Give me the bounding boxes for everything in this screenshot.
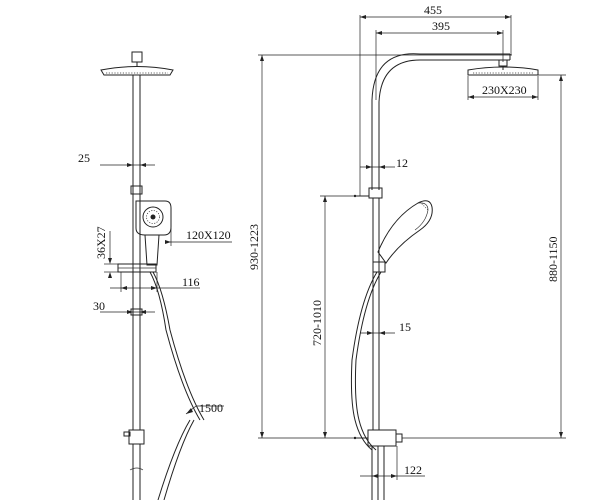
svg-text:1500: 1500	[199, 401, 223, 415]
svg-text:880-1150: 880-1150	[546, 236, 560, 282]
dim-122: 122	[360, 446, 425, 480]
dim-116: 116	[110, 272, 200, 292]
svg-text:12: 12	[396, 156, 408, 170]
side-view: 455 395 230X230 12	[247, 3, 566, 500]
riser-pipe-side	[353, 187, 383, 430]
svg-text:930-1223: 930-1223	[247, 224, 261, 270]
dim-12: 12	[360, 156, 408, 170]
svg-text:25: 25	[78, 151, 90, 165]
dim-230x230: 230X230	[467, 76, 539, 100]
dim-880-1150: 880-1150	[402, 74, 566, 439]
dim-120x120: 120X120	[165, 228, 232, 246]
svg-text:30: 30	[93, 299, 105, 313]
hand-shower-side	[372, 200, 433, 273]
dim-25: 25	[78, 151, 155, 167]
hose-side	[350, 271, 382, 451]
dim-720-1010: 720-1010	[310, 195, 356, 438]
wall-bracket-front	[117, 263, 157, 273]
svg-text:455: 455	[424, 3, 442, 17]
diverter-side	[353, 429, 403, 500]
hand-shower-front	[135, 200, 172, 266]
svg-text:122: 122	[404, 463, 422, 477]
dim-930-1223: 930-1223	[247, 54, 512, 439]
shower-arm-side	[371, 53, 511, 190]
diverter-front	[123, 429, 145, 500]
svg-text:15: 15	[399, 320, 411, 334]
overhead-shower-head-front	[100, 51, 174, 76]
hose-front	[149, 271, 205, 500]
svg-text:116: 116	[182, 275, 200, 289]
dim-455: 455	[359, 3, 512, 196]
svg-text:120X120: 120X120	[186, 228, 231, 242]
dim-36x27: 36X27	[94, 226, 118, 278]
dim-30: 30	[93, 299, 155, 314]
svg-text:36X27: 36X27	[94, 226, 108, 259]
dim-15: 15	[360, 320, 411, 335]
dim-1500: 1500	[185, 401, 224, 415]
front-view: 25 120X120 36X27 116	[78, 51, 232, 500]
svg-text:395: 395	[432, 19, 450, 33]
riser-pipe-front	[130, 75, 143, 430]
svg-text:720-1010: 720-1010	[310, 300, 324, 346]
dim-395: 395	[375, 19, 504, 100]
svg-text:230X230: 230X230	[482, 83, 527, 97]
overhead-shower-head-side	[467, 66, 539, 76]
